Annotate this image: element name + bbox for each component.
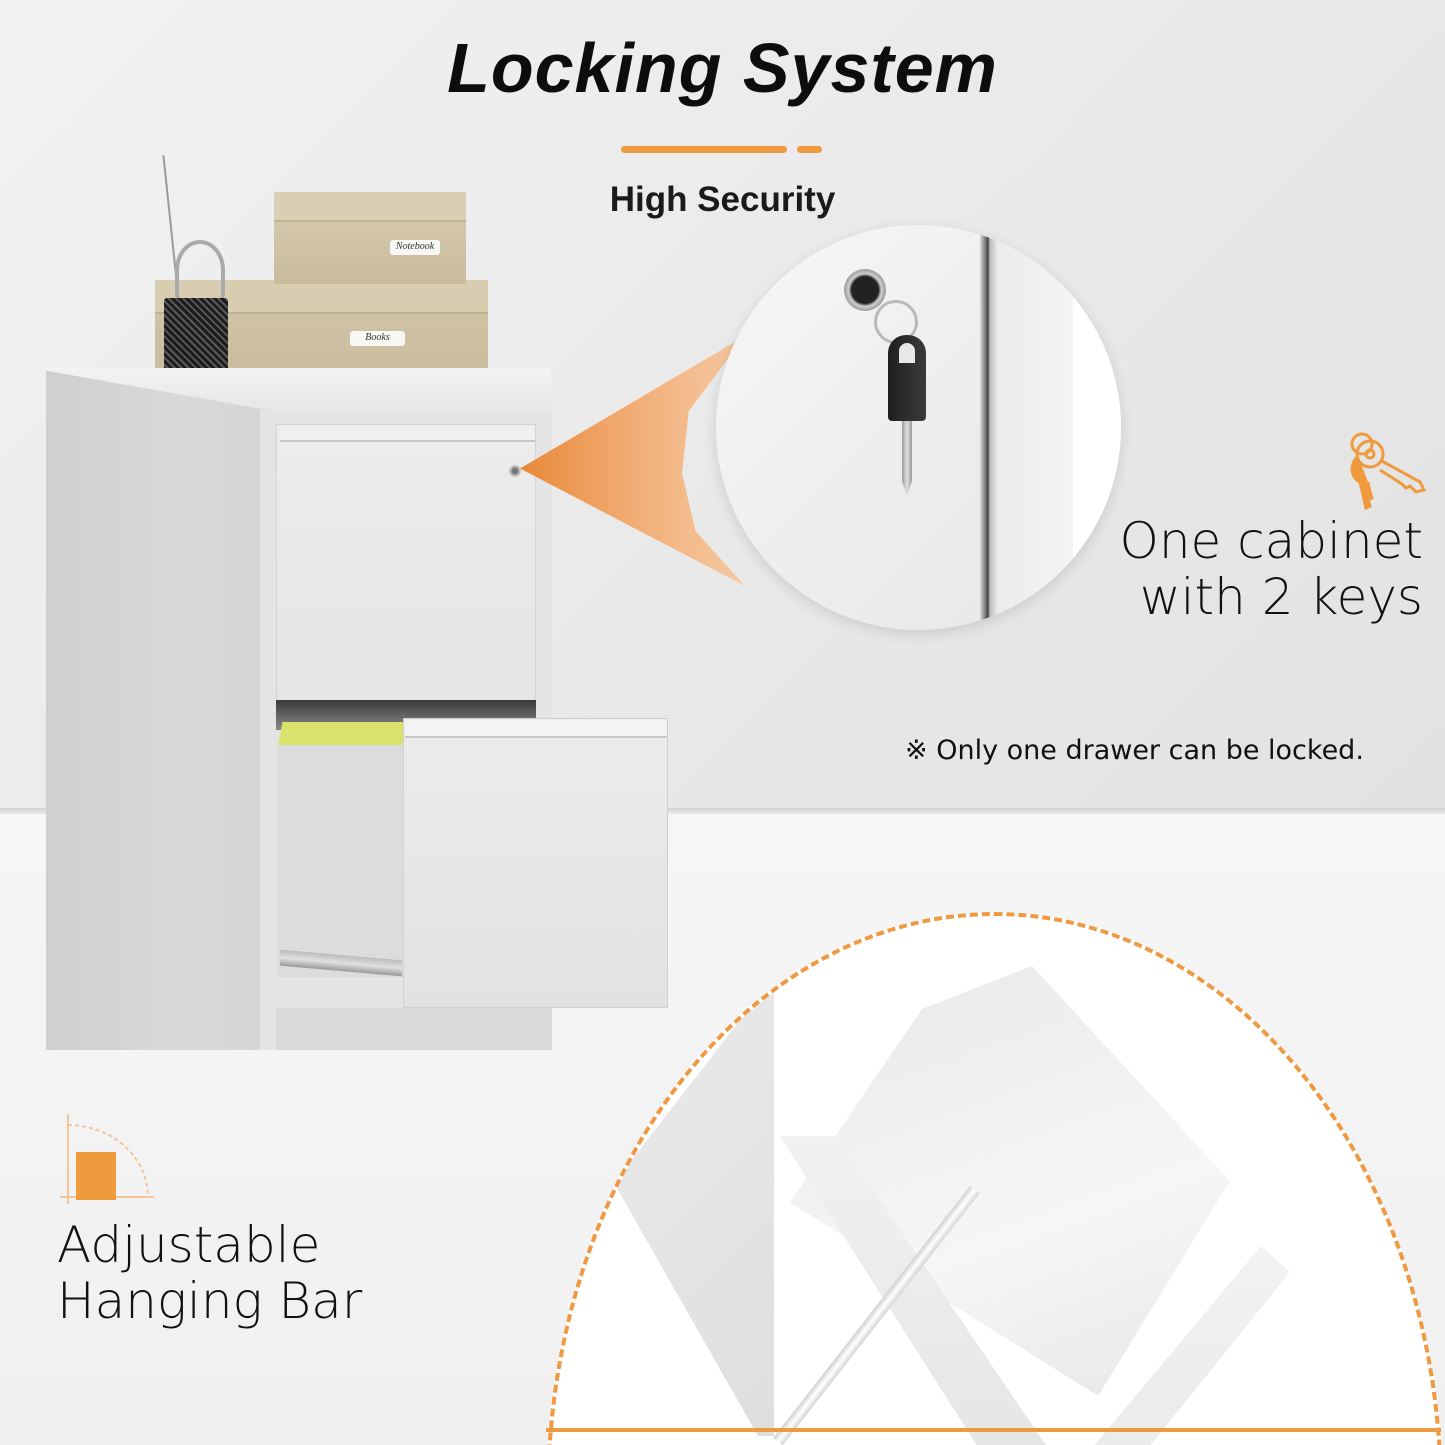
floor-edge: [0, 808, 1445, 814]
title-underline-dot: [797, 146, 822, 153]
keys-text-line1: One cabinet: [1119, 512, 1423, 570]
hanging-bar-text-line2: Hanging Bar: [57, 1272, 363, 1330]
bottom-drawer-front: [403, 718, 668, 1008]
lock-cylinder-icon: [844, 269, 886, 311]
keys-text-line2: with 2 keys: [1139, 568, 1423, 626]
top-drawer: [276, 424, 536, 702]
drawer-edge: [980, 225, 998, 630]
bottom-drawer-side: [278, 745, 408, 977]
keys-icon: [1350, 432, 1427, 511]
hanging-bar-text-line1: Adjustable: [57, 1216, 321, 1274]
top-drawer-handle: [280, 426, 535, 442]
storage-box-small-lid: [274, 192, 466, 222]
bottom-drawer-handle: [405, 720, 667, 738]
box-label-notebook: Notebook: [390, 240, 440, 255]
lock-zoom-circle: [716, 225, 1121, 630]
scissors-icon: [175, 240, 225, 300]
box-label-books: Books: [350, 331, 405, 346]
pen-holder: [164, 298, 228, 370]
cabinet-panel: [998, 225, 1073, 630]
drawer-detail-arch: [546, 912, 1443, 1445]
adjustable-square-icon: [60, 1114, 154, 1204]
title-underline: [621, 146, 787, 153]
keys-feature-text: One cabinet with 2 keys: [1119, 513, 1423, 625]
cabinet-side: [46, 370, 276, 1050]
page-title: Locking System: [447, 29, 998, 107]
page-subtitle: High Security: [609, 180, 836, 219]
cabinet-panel-highlight: [1073, 225, 1121, 630]
key-hole: [899, 343, 915, 363]
hanging-bar-feature-text: Adjustable Hanging Bar: [57, 1217, 362, 1329]
cabinet-base: [276, 1008, 552, 1050]
key-blade: [902, 421, 912, 496]
arch-baseline: [546, 1428, 1441, 1432]
lock-note: ※ Only one drawer can be locked.: [905, 735, 1364, 766]
lock-icon: [509, 465, 521, 477]
